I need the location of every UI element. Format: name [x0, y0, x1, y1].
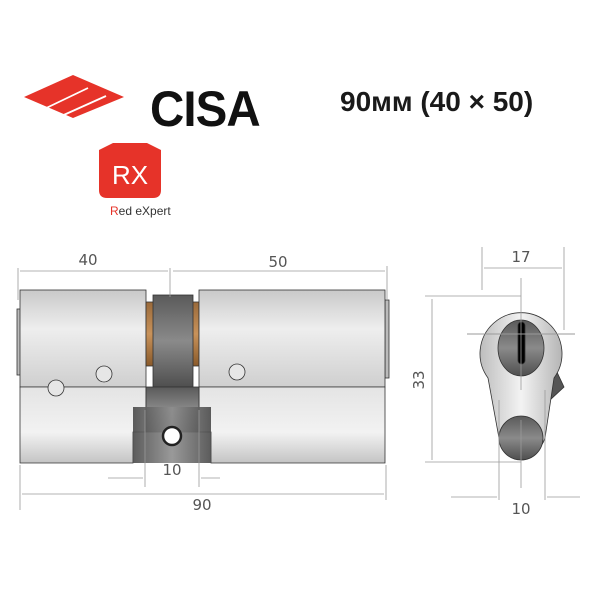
rx-badge-text: RX [112, 160, 148, 190]
cylinder-side-view [16, 289, 390, 464]
cisa-logo-icon [24, 75, 124, 119]
cam [152, 294, 194, 388]
brand-name: CISA [150, 81, 261, 137]
dim-left-length: 40 [78, 251, 97, 269]
right-body [198, 289, 386, 388]
dim-right-length: 50 [268, 253, 287, 271]
tagline-rest: ed eXpert [118, 204, 171, 218]
dim-profile-height: 33 [410, 370, 428, 389]
cylinder-profile-view [479, 312, 565, 461]
dimension-lines [17, 247, 580, 510]
dim-bottom-width: 10 [511, 500, 530, 518]
dim-total-length: 90 [192, 496, 211, 514]
screw-hole [161, 425, 183, 447]
size-title: 90мм (40 × 50) [340, 86, 534, 117]
left-body [19, 289, 147, 388]
dim-cam-width: 10 [162, 461, 181, 479]
dim-profile-width: 17 [511, 248, 530, 266]
tagline-red-letter: R [110, 204, 119, 218]
rx-badge-icon: RX [99, 143, 161, 198]
rx-tagline: Red eXpert [110, 204, 171, 218]
